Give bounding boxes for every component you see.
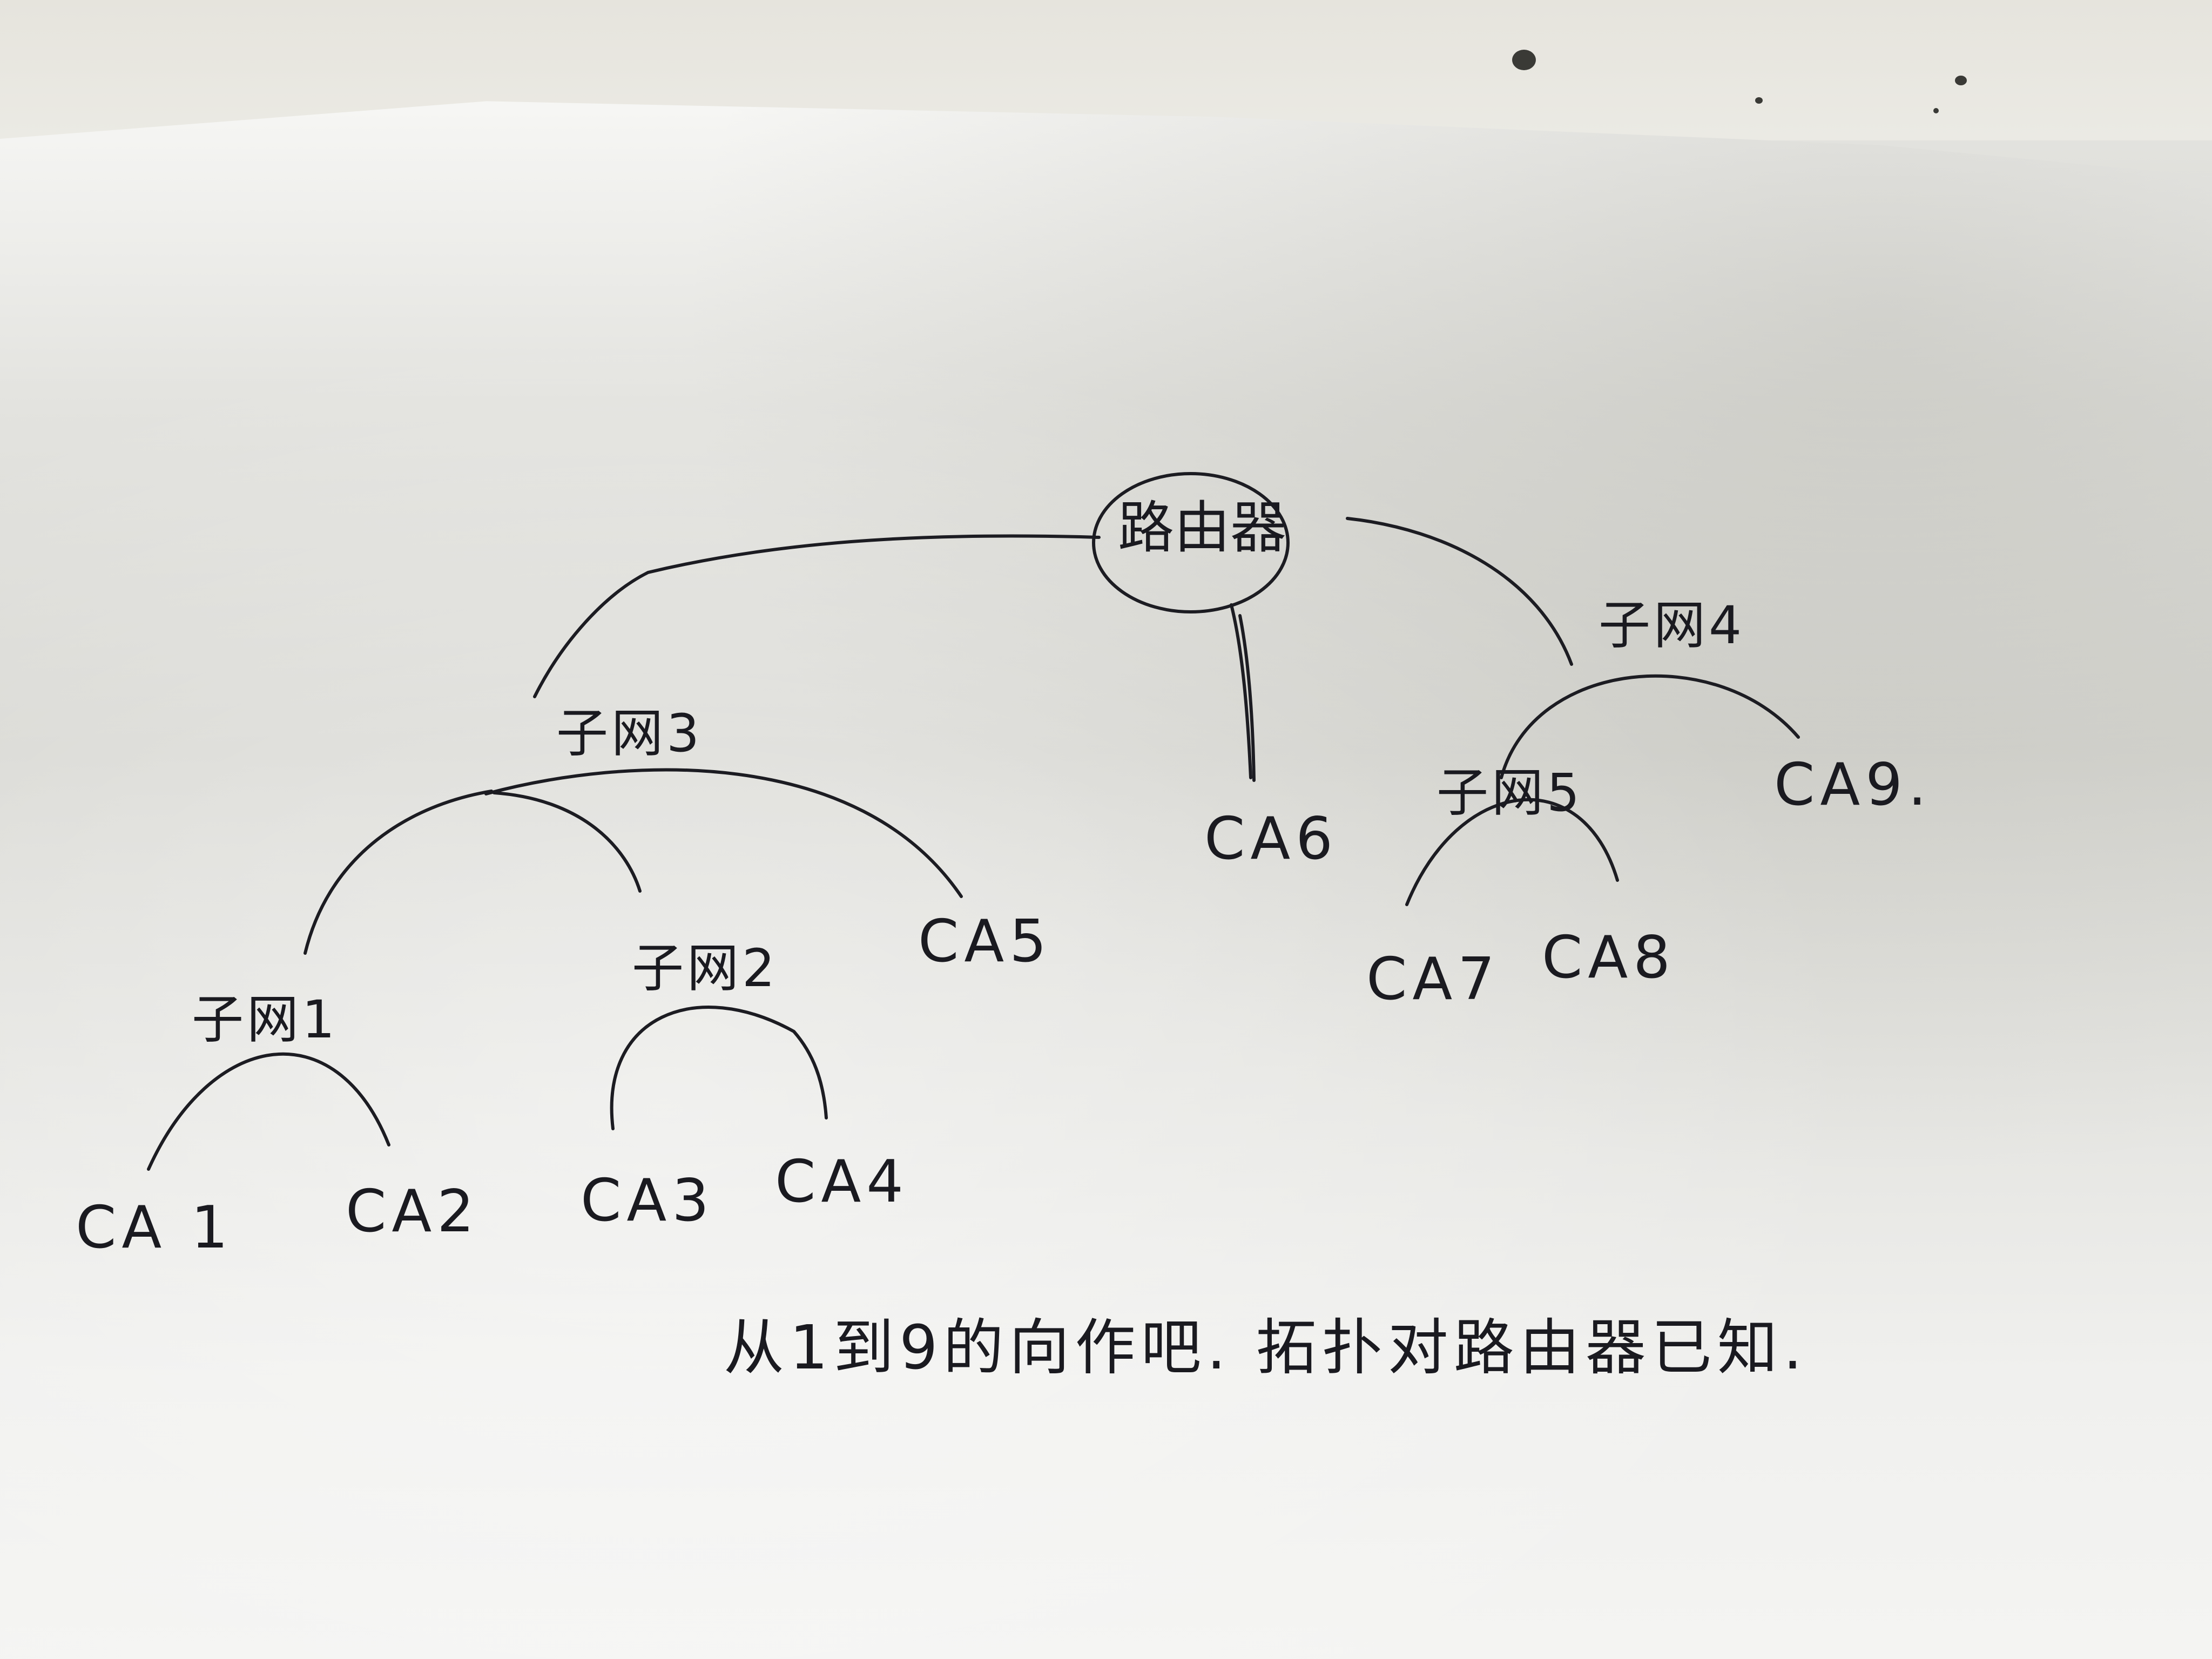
- subnet-5-label: 子网5: [1437, 763, 1583, 823]
- desk-speck: [1955, 76, 1967, 85]
- subnet-3-label: 子网3: [556, 703, 703, 764]
- link-router-subnet4: [1346, 517, 1573, 666]
- host-ca2-label: CA2: [346, 1178, 480, 1245]
- link-subnet5-ca7-ca8: [1405, 798, 1619, 906]
- host-ca8-label: CA8: [1542, 924, 1676, 992]
- paper-sheet: [0, 101, 2212, 1659]
- router-node-outline: [1092, 472, 1290, 613]
- link-router-subnet3: [533, 534, 1101, 698]
- host-ca7-label: CA7: [1366, 946, 1501, 1013]
- host-ca9-label: CA9.: [1774, 751, 1932, 819]
- link-subnet2-ca3-ca4: [610, 1006, 828, 1130]
- desk-speck: [1755, 97, 1763, 104]
- link-router-ca6: [1230, 603, 1252, 779]
- link-subnet1-ca1-ca2: [147, 1052, 390, 1171]
- link-subnet4-ca9: [1500, 674, 1800, 779]
- link-subnet3-subnet1: [304, 790, 493, 955]
- link-router-ca6-second: [1238, 614, 1256, 782]
- host-ca5-label: CA5: [918, 908, 1053, 975]
- host-ca3-label: CA3: [581, 1167, 715, 1235]
- link-subnet3-ca5: [484, 768, 963, 898]
- link-subnet3-subnet2: [493, 791, 642, 893]
- desk-speck: [1512, 50, 1536, 70]
- caption-note: 从1到9的向作吧. 拓扑对路由器已知.: [724, 1313, 1808, 1383]
- host-ca6-label: CA6: [1204, 805, 1339, 873]
- host-ca1-label: CA 1: [76, 1194, 234, 1262]
- desk-speck: [1933, 108, 1939, 113]
- subnet-4-label: 子网4: [1599, 595, 1745, 656]
- subnet-2-label: 子网2: [632, 938, 779, 999]
- subnet-1-label: 子网1: [192, 989, 339, 1050]
- host-ca4-label: CA4: [775, 1148, 909, 1216]
- router-label: 路由器: [1118, 495, 1287, 561]
